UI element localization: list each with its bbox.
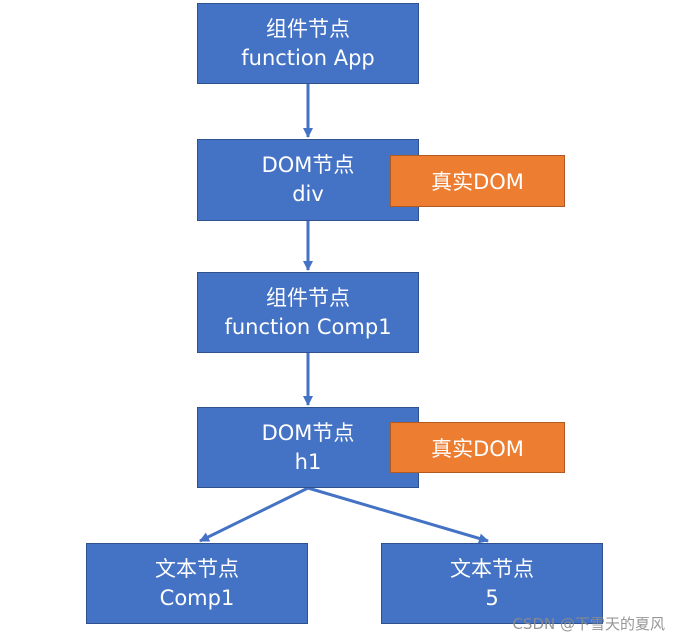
node-text-comp1: 文本节点 Comp1	[86, 543, 308, 624]
node-title: 组件节点	[266, 285, 350, 310]
node-function-comp1: 组件节点 function Comp1	[197, 272, 419, 353]
edge-h1-to-text-5	[307, 486, 489, 544]
node-subtitle: function Comp1	[224, 314, 392, 339]
node-function-app: 组件节点 function App	[197, 3, 419, 84]
node-title: 文本节点	[450, 556, 534, 581]
node-title: 文本节点	[155, 556, 239, 581]
edge-h1-to-text-comp1	[199, 486, 309, 543]
tag-label: 真实DOM	[431, 436, 524, 461]
real-dom-tag-div: 真实DOM	[390, 155, 565, 207]
node-dom-div: DOM节点 div	[197, 139, 419, 221]
node-subtitle: function App	[241, 45, 375, 70]
node-title: 组件节点	[266, 16, 350, 41]
node-subtitle: Comp1	[159, 585, 235, 610]
node-title: DOM节点	[261, 153, 355, 177]
node-dom-h1: DOM节点 h1	[197, 407, 419, 488]
node-subtitle: div	[292, 182, 324, 206]
node-subtitle: 5	[485, 585, 499, 610]
node-subtitle: h1	[294, 449, 322, 474]
watermark: CSDN @下雪天的夏风	[512, 615, 665, 633]
node-text-5: 文本节点 5	[381, 543, 603, 624]
tag-label: 真实DOM	[431, 170, 524, 194]
node-title: DOM节点	[261, 420, 355, 445]
real-dom-tag-h1: 真实DOM	[390, 422, 565, 473]
